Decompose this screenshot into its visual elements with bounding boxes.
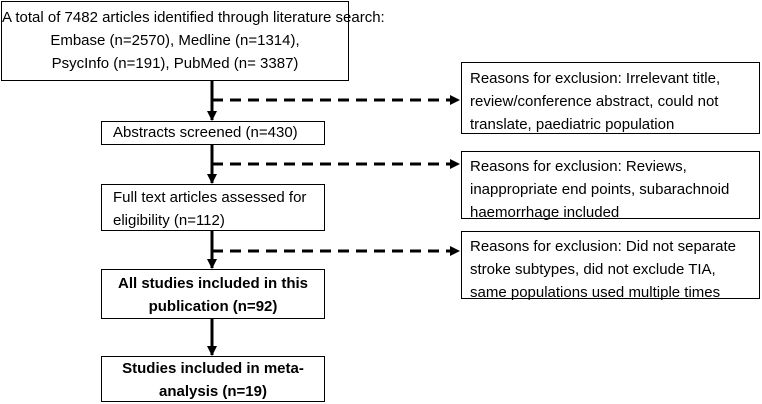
meta-line-1: Studies included in meta-	[122, 360, 304, 377]
search-line-3: PsycInfo (n=191), PubMed (n= 3387)	[51, 55, 299, 72]
search-line-1: A total of 7482 articles identified thro…	[2, 9, 385, 26]
all-studies-line-2: publication (n=92)	[148, 298, 278, 315]
exclusion-3-line-1: Reasons for exclusion: Did not separate	[470, 238, 736, 255]
exclusion-box-3: Reasons for exclusion: Did not separate …	[461, 231, 760, 301]
meta-analysis-box: Studies included in meta- analysis (n=19…	[101, 356, 325, 402]
exclusion-2-line-2: inappropriate end points, subarachnoid	[470, 181, 730, 198]
exclusion-1-line-3: translate, paediatric population	[470, 116, 675, 133]
fulltext-line-2: eligibility (n=112)	[113, 212, 225, 229]
exclusion-2-line-1: Reasons for exclusion: Reviews,	[470, 158, 687, 175]
fulltext-assessed-box: Full text articles assessed for eligibil…	[101, 184, 325, 231]
search-line-2: Embase (n=2570), Medline (n=1314),	[50, 32, 300, 49]
exclusion-box-2: Reasons for exclusion: Reviews, inapprop…	[461, 151, 760, 221]
search-results-box: A total of 7482 articles identified thro…	[1, 1, 385, 81]
exclusion-3-line-3: same populations used multiple times	[470, 284, 721, 301]
exclusion-1-line-1: Reasons for exclusion: Irrelevant title,	[470, 70, 721, 87]
exclusion-1-line-2: review/conference abstract, could not	[470, 93, 719, 110]
meta-line-2: analysis (n=19)	[159, 383, 267, 400]
exclusion-2-line-3: haemorrhage included	[470, 204, 620, 221]
exclusion-3-line-2: stroke subtypes, did not exclude TIA,	[470, 261, 716, 278]
exclusion-box-1: Reasons for exclusion: Irrelevant title,…	[461, 62, 760, 134]
fulltext-line-1: Full text articles assessed for	[113, 189, 307, 206]
abstracts-screened-box: Abstracts screened (n=430)	[101, 121, 325, 145]
all-studies-line-1: All studies included in this	[117, 275, 309, 292]
abstracts-line-1: Abstracts screened (n=430)	[113, 124, 298, 141]
all-studies-box: All studies included in this publication…	[101, 269, 325, 319]
